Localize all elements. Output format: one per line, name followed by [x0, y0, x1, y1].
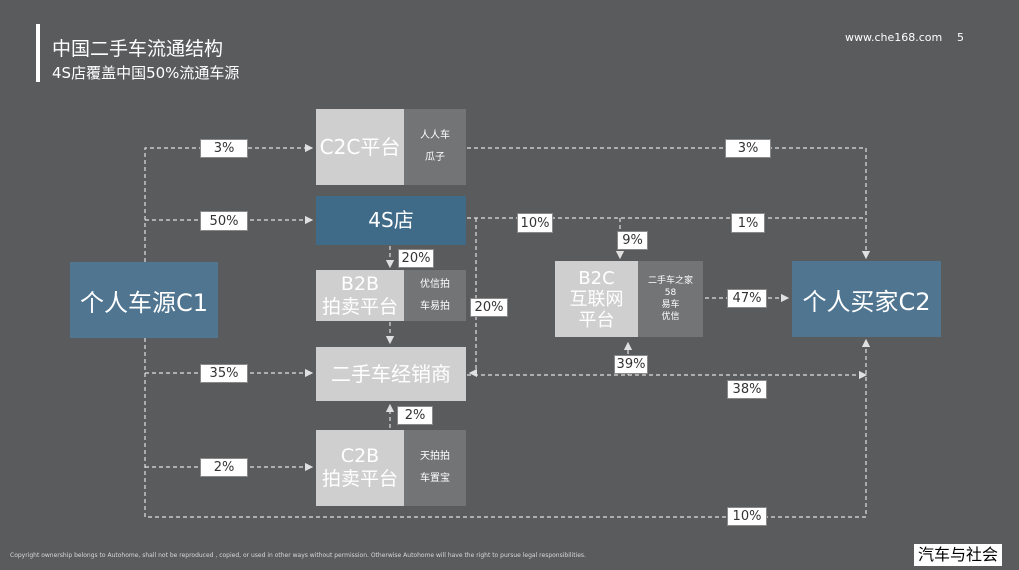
node-used-car-dealer: 二手车经销商	[316, 347, 466, 401]
flow-label-4s-to-b2c: 10%	[517, 213, 553, 233]
page-title: 中国二手车流通结构	[52, 38, 224, 60]
c2b-example: 天拍拍	[420, 451, 450, 462]
flow-label-b2c-inbound-top: 9%	[617, 231, 648, 250]
flow-label-4s-to-b2b: 20%	[398, 249, 434, 268]
b2c-label-line3: 平台	[578, 309, 615, 331]
flow-label-source-to-4s: 50%	[200, 211, 248, 231]
b2c-example: 二手车之家	[647, 276, 693, 286]
flow-label-c2c-to-buyer: 3%	[725, 139, 771, 158]
c2b-example: 车置宝	[420, 473, 450, 484]
c2c-example: 人人车	[420, 130, 450, 141]
b2c-example: 易车	[661, 300, 680, 310]
b2b-examples: 优信拍 车易拍	[404, 270, 466, 321]
page-number: 5	[957, 31, 964, 44]
node-b2c-platform: B2C 互联网 平台	[555, 261, 638, 337]
flow-label-source-to-dealer: 35%	[200, 364, 248, 383]
title-accent-bar	[36, 24, 40, 82]
c2b-label-line2: 拍卖平台	[321, 468, 398, 490]
node-c2b-auction: C2B 拍卖平台	[316, 430, 404, 506]
c2c-examples: 人人车 瓜子	[404, 109, 466, 185]
b2b-label-line1: B2B	[340, 272, 380, 295]
flow-label-4s-to-dealer: 20%	[470, 298, 508, 317]
c2c-example: 瓜子	[425, 152, 445, 163]
node-personal-source: 个人车源C1	[70, 262, 218, 338]
b2b-label-line2: 拍卖平台	[321, 295, 398, 318]
b2c-example: 优信	[661, 312, 680, 322]
b2b-example: 车易拍	[420, 300, 450, 312]
flow-label-c2b-to-dealer: 2%	[397, 406, 433, 425]
c2b-label-line1: C2B	[340, 445, 380, 467]
c2b-examples: 天拍拍 车置宝	[404, 430, 466, 506]
copyright-notice: Copyright ownership belongs to Autohome,…	[10, 552, 586, 559]
flow-label-4s-to-buyer: 1%	[731, 213, 765, 233]
flow-label-b2c-to-buyer: 47%	[727, 289, 767, 308]
node-4s-store: 4S店	[316, 196, 466, 245]
b2c-label-line2: 互联网	[569, 288, 624, 310]
b2b-example: 优信拍	[420, 278, 450, 290]
page-subtitle: 4S店覆盖中国50%流通车源	[52, 64, 240, 82]
node-personal-buyer: 个人买家C2	[792, 261, 941, 337]
flow-label-source-to-c2b: 2%	[200, 458, 248, 477]
site-url: www.che168.com	[845, 31, 943, 44]
flow-label-b2c-inbound-bottom: 39%	[614, 355, 648, 374]
b2c-label-line1: B2C	[578, 267, 615, 289]
flow-label-dealer-to-buyer: 38%	[727, 380, 767, 399]
flow-label-source-to-c2c: 3%	[200, 139, 248, 158]
node-b2b-auction: B2B 拍卖平台	[316, 270, 404, 321]
b2c-example: 58	[664, 288, 677, 298]
b2c-examples: 二手车之家 58 易车 优信	[638, 261, 703, 337]
watermark-brand: 汽车与社会	[914, 544, 1003, 566]
flow-label-source-to-buyer: 10%	[727, 507, 767, 526]
node-c2c-platform: C2C平台	[316, 109, 404, 185]
